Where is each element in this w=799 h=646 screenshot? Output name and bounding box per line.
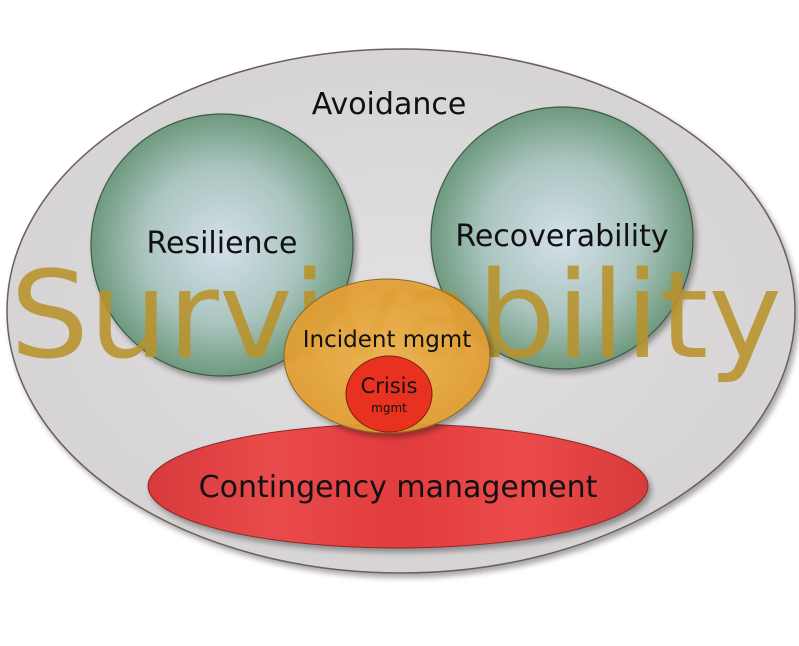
- crisis-mgmt-label: mgmt: [371, 401, 407, 415]
- incident-mgmt-label: Incident mgmt: [303, 327, 471, 353]
- contingency-label: Contingency management: [199, 470, 598, 505]
- recoverability-label: Recoverability: [455, 219, 668, 254]
- resilience-label: Resilience: [146, 226, 297, 261]
- avoidance-label: Avoidance: [312, 87, 467, 122]
- resilience-circle: [90, 113, 354, 377]
- crisis-label: Crisis: [361, 374, 418, 398]
- crisis-circle: [345, 355, 433, 433]
- recoverability-circle: [430, 106, 694, 370]
